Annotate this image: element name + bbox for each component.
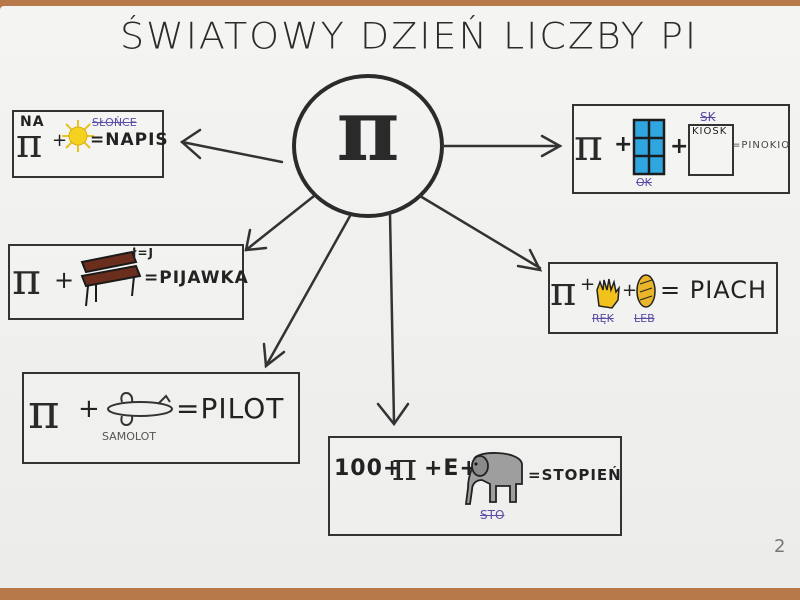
pinokio-result: =PINOKIO xyxy=(732,140,791,151)
pinokio-kiosk-label: KIOSK xyxy=(692,126,728,137)
page-number: 2 xyxy=(774,536,786,557)
piach-result: = PIACH xyxy=(660,276,768,304)
napis-result: =NAPIS xyxy=(90,130,169,150)
kiosk-box xyxy=(688,124,734,176)
pilot-strike: SAMOLOT xyxy=(102,430,156,443)
arrowhead-pijawka xyxy=(244,228,268,252)
piach-plus-1: + xyxy=(580,274,597,295)
pijawka-result: =PIJAWKA xyxy=(144,268,249,288)
arrowhead-piach xyxy=(516,248,543,272)
hand-icon xyxy=(596,278,620,309)
arrowhead-stopien xyxy=(376,402,410,427)
piach-plus-2: + xyxy=(622,280,639,301)
pilot-result: =PILOT xyxy=(176,392,285,425)
pijawka-plus: + xyxy=(54,266,76,294)
stopien-pi: π xyxy=(392,445,417,489)
pinokio-strike-bottom: OK xyxy=(636,176,652,189)
sun-icon xyxy=(62,120,94,152)
rebus-pinokio-box xyxy=(572,104,790,194)
arrowhead-pilot xyxy=(262,342,286,369)
elephant-icon xyxy=(464,452,523,505)
rebus-napis-box xyxy=(12,110,164,178)
pinokio-strike-top: SK xyxy=(700,110,716,124)
airplane-icon xyxy=(107,392,173,426)
arrow-to-piach xyxy=(418,194,542,270)
piach-strike-1: RĘK xyxy=(592,312,614,325)
poster-title: ŚWIATOWY DZIEŃ LICZBY PI xyxy=(120,15,699,57)
pilot-pi: π xyxy=(28,384,60,440)
arrowhead-napis xyxy=(179,128,202,160)
stopien-lead: 100+ xyxy=(334,456,403,481)
arrow-to-stopien xyxy=(388,212,396,424)
arrow-to-napis xyxy=(180,140,284,164)
napis-pi: π xyxy=(16,121,43,167)
napis-strike: SŁOŃCE xyxy=(92,116,137,129)
bench-icon xyxy=(80,250,142,307)
rebus-piach-box xyxy=(548,262,778,334)
stopien-strike: STO xyxy=(480,508,505,522)
arrow-to-pilot xyxy=(264,214,352,368)
rebus-stopien-box xyxy=(328,436,622,536)
pinokio-plus-1: + xyxy=(614,132,634,157)
arrow-to-pijawka xyxy=(244,194,316,252)
window-icon xyxy=(632,118,666,176)
pijawka-note: ł=J xyxy=(132,246,154,260)
arrowhead-pinokio xyxy=(540,134,563,158)
rebus-pilot-box xyxy=(22,372,300,464)
piach-pi: π xyxy=(550,269,577,315)
stopien-result: =STOPIEŃ xyxy=(528,466,622,484)
center-pi-symbol: π xyxy=(336,80,400,181)
pijawka-pi: π xyxy=(12,254,41,305)
piach-strike-2: LEB xyxy=(634,312,655,325)
pinokio-plus-2: + xyxy=(670,134,690,159)
pilot-plus: + xyxy=(78,394,101,424)
bread-icon xyxy=(636,274,656,308)
pinokio-pi: π xyxy=(574,120,603,171)
napis-top-text: NA xyxy=(20,114,45,130)
